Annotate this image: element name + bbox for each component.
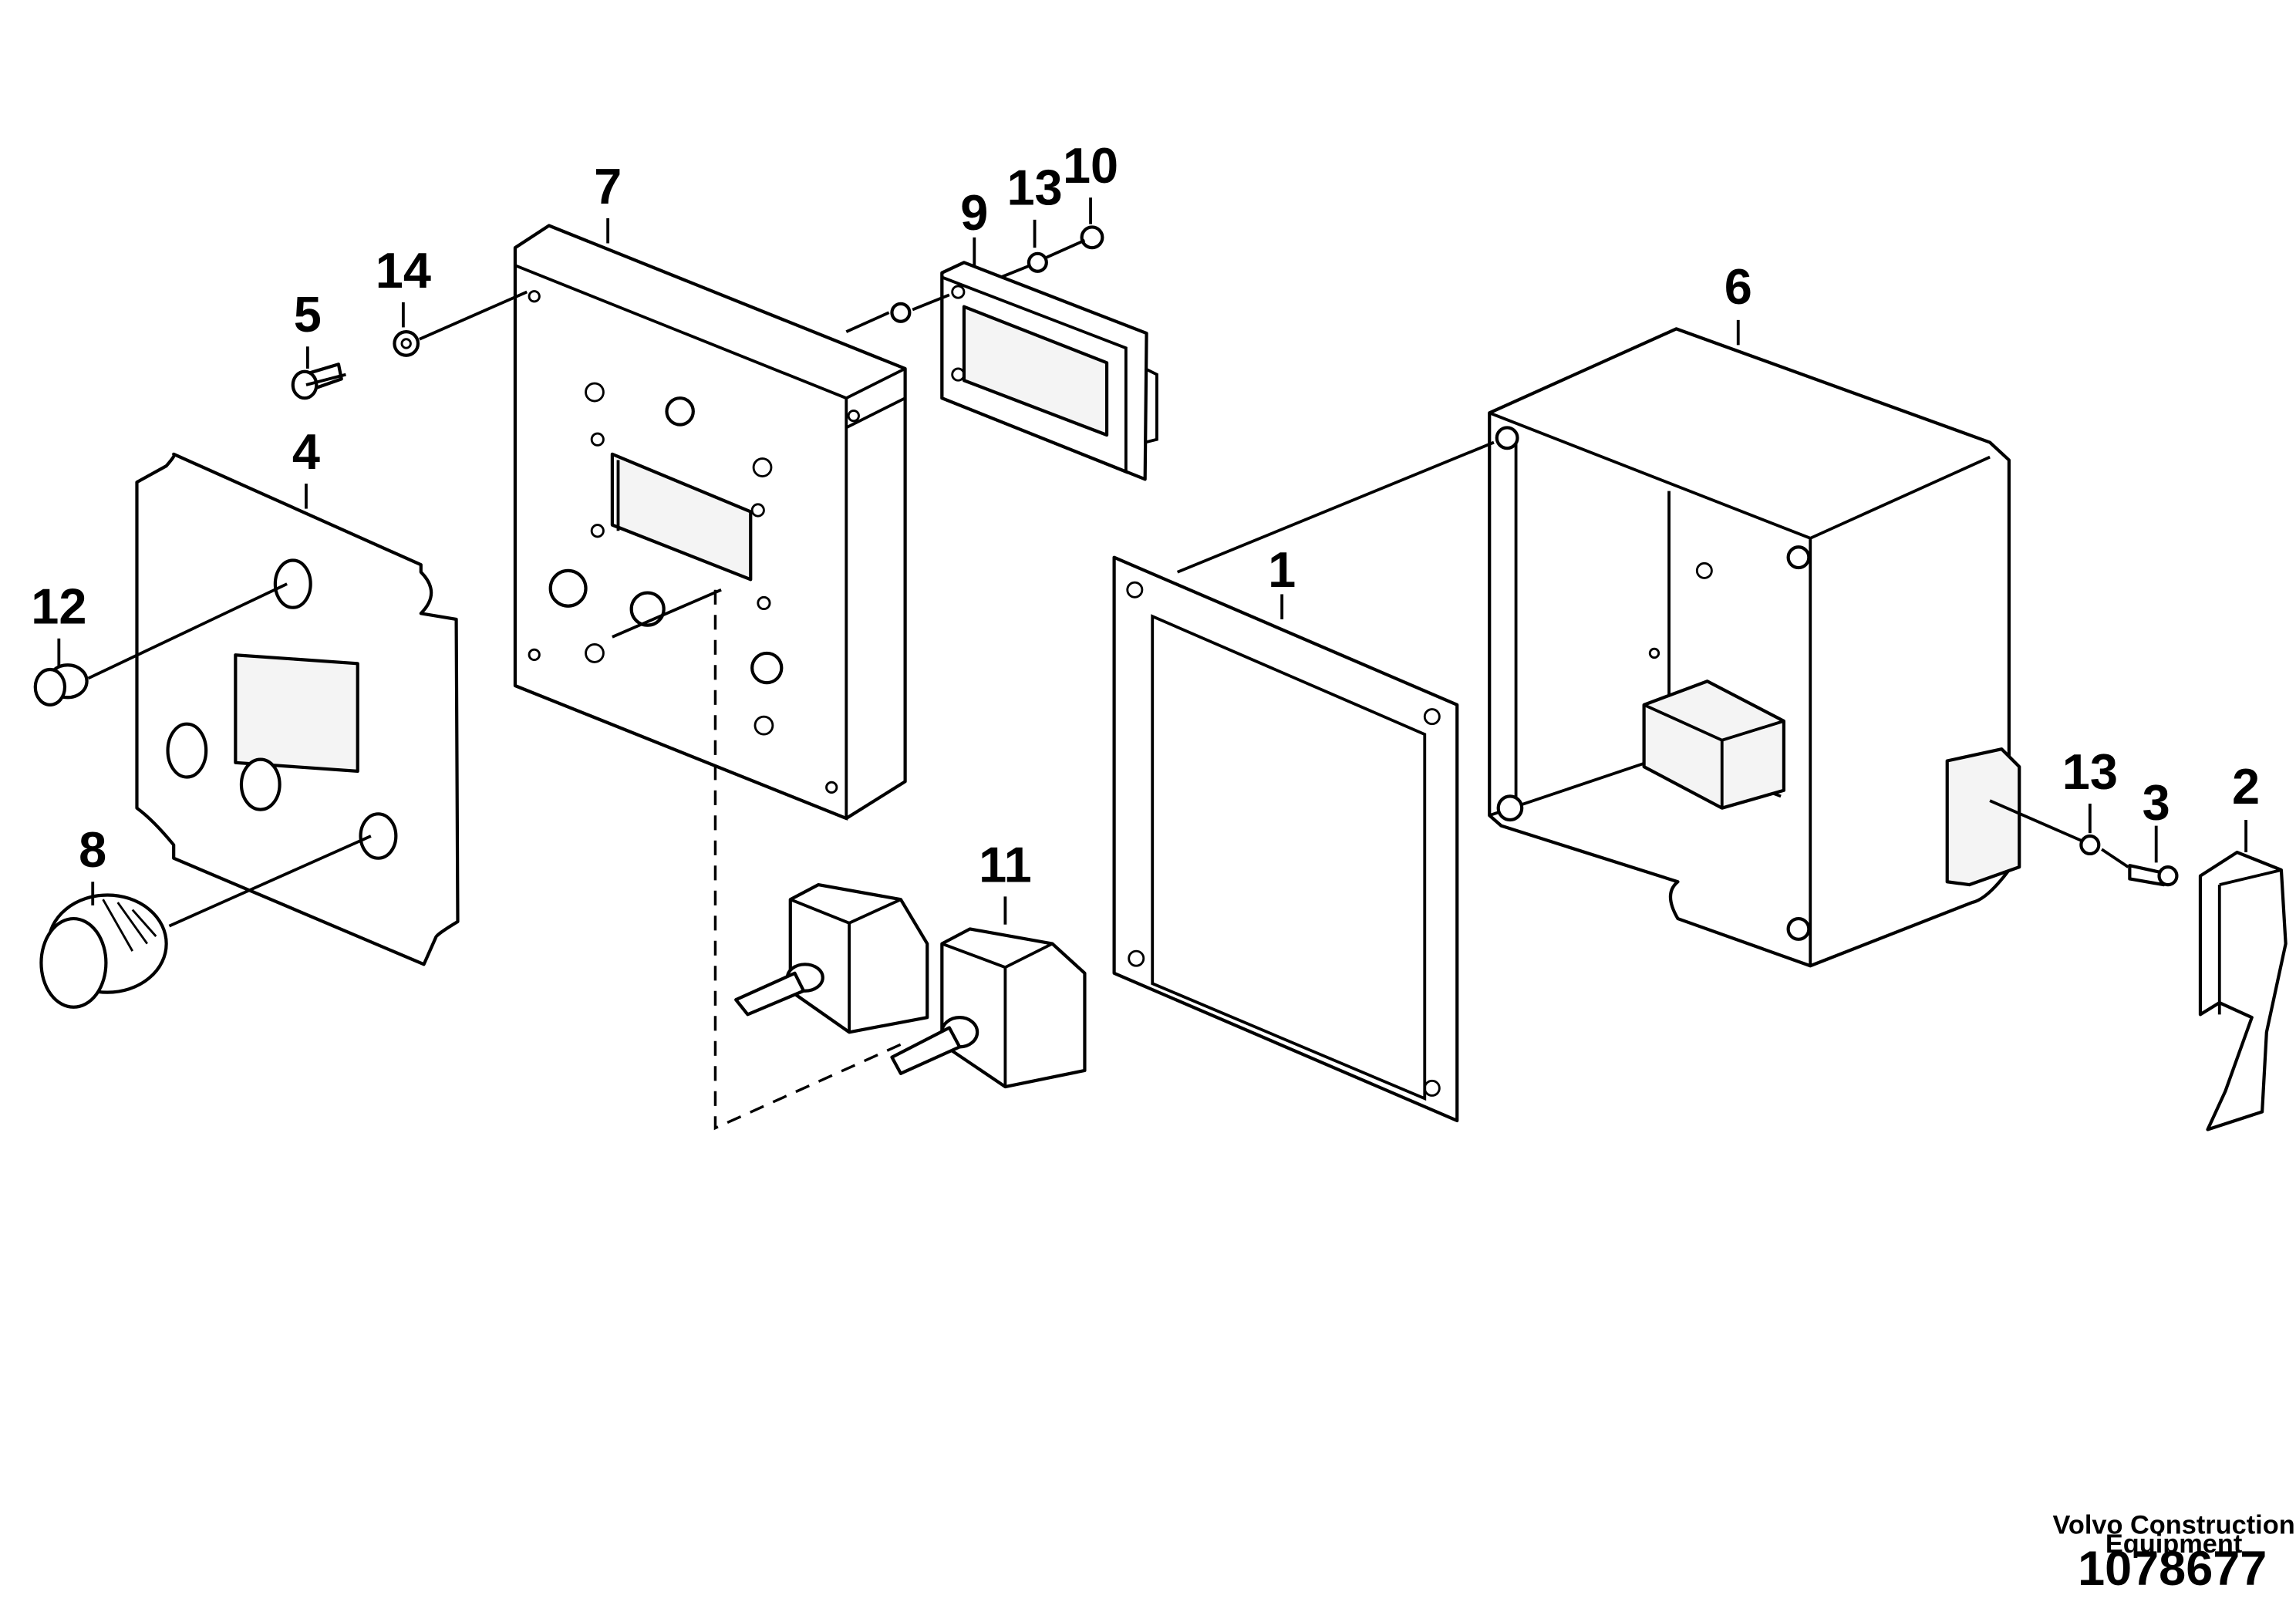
callout-6: 6	[1725, 258, 1752, 315]
washer-13-top	[1027, 251, 1048, 273]
knob	[39, 893, 168, 1009]
display-window-cutout	[234, 653, 359, 773]
callout-1: 1	[1268, 541, 1296, 598]
footer: Volvo Construction Equipment 1078677	[2053, 1510, 2295, 1596]
callout-7: 7	[594, 158, 622, 214]
callout-12: 12	[31, 578, 86, 635]
display-module	[940, 261, 1158, 481]
washer-14	[393, 330, 420, 357]
washer-13-right	[2079, 834, 2101, 856]
nut-10	[1080, 225, 1104, 250]
assembly-lines	[87, 238, 2129, 1131]
callout-14: 14	[376, 242, 431, 298]
callout-9: 9	[960, 184, 988, 241]
brand-line-2: Equipment	[2106, 1529, 2243, 1559]
callout-5: 5	[294, 286, 322, 342]
callout-2: 2	[2232, 758, 2260, 814]
display-glass	[962, 305, 1109, 437]
callout-13-top: 13	[1006, 160, 1062, 216]
callout-labels: 1 2 3 4 5 6 7 8 9 10 11 12 13 13 14	[31, 137, 2260, 892]
callout-10: 10	[1063, 137, 1118, 194]
callout-4: 4	[292, 423, 320, 480]
display-cutout	[610, 452, 753, 582]
instrument-box-front	[513, 224, 907, 821]
toggle-switches	[734, 882, 1087, 1089]
callout-11: 11	[979, 836, 1032, 892]
washer	[890, 302, 912, 323]
gasket-frame	[1112, 555, 1459, 1123]
housing-box	[1488, 327, 2021, 968]
latch	[2198, 850, 2288, 1131]
brand-line-1: Volvo Construction	[2053, 1510, 2295, 1539]
drawing-number: 1078677	[2078, 1542, 2267, 1596]
callout-8: 8	[79, 821, 106, 878]
front-panel-plate	[135, 452, 460, 966]
callout-3: 3	[2143, 774, 2170, 831]
latch-mount	[1945, 747, 2021, 887]
internal-component-block	[1642, 679, 1785, 810]
bushing	[33, 663, 89, 706]
callout-13-right: 13	[2062, 744, 2118, 800]
callout-leaders	[57, 197, 2248, 925]
